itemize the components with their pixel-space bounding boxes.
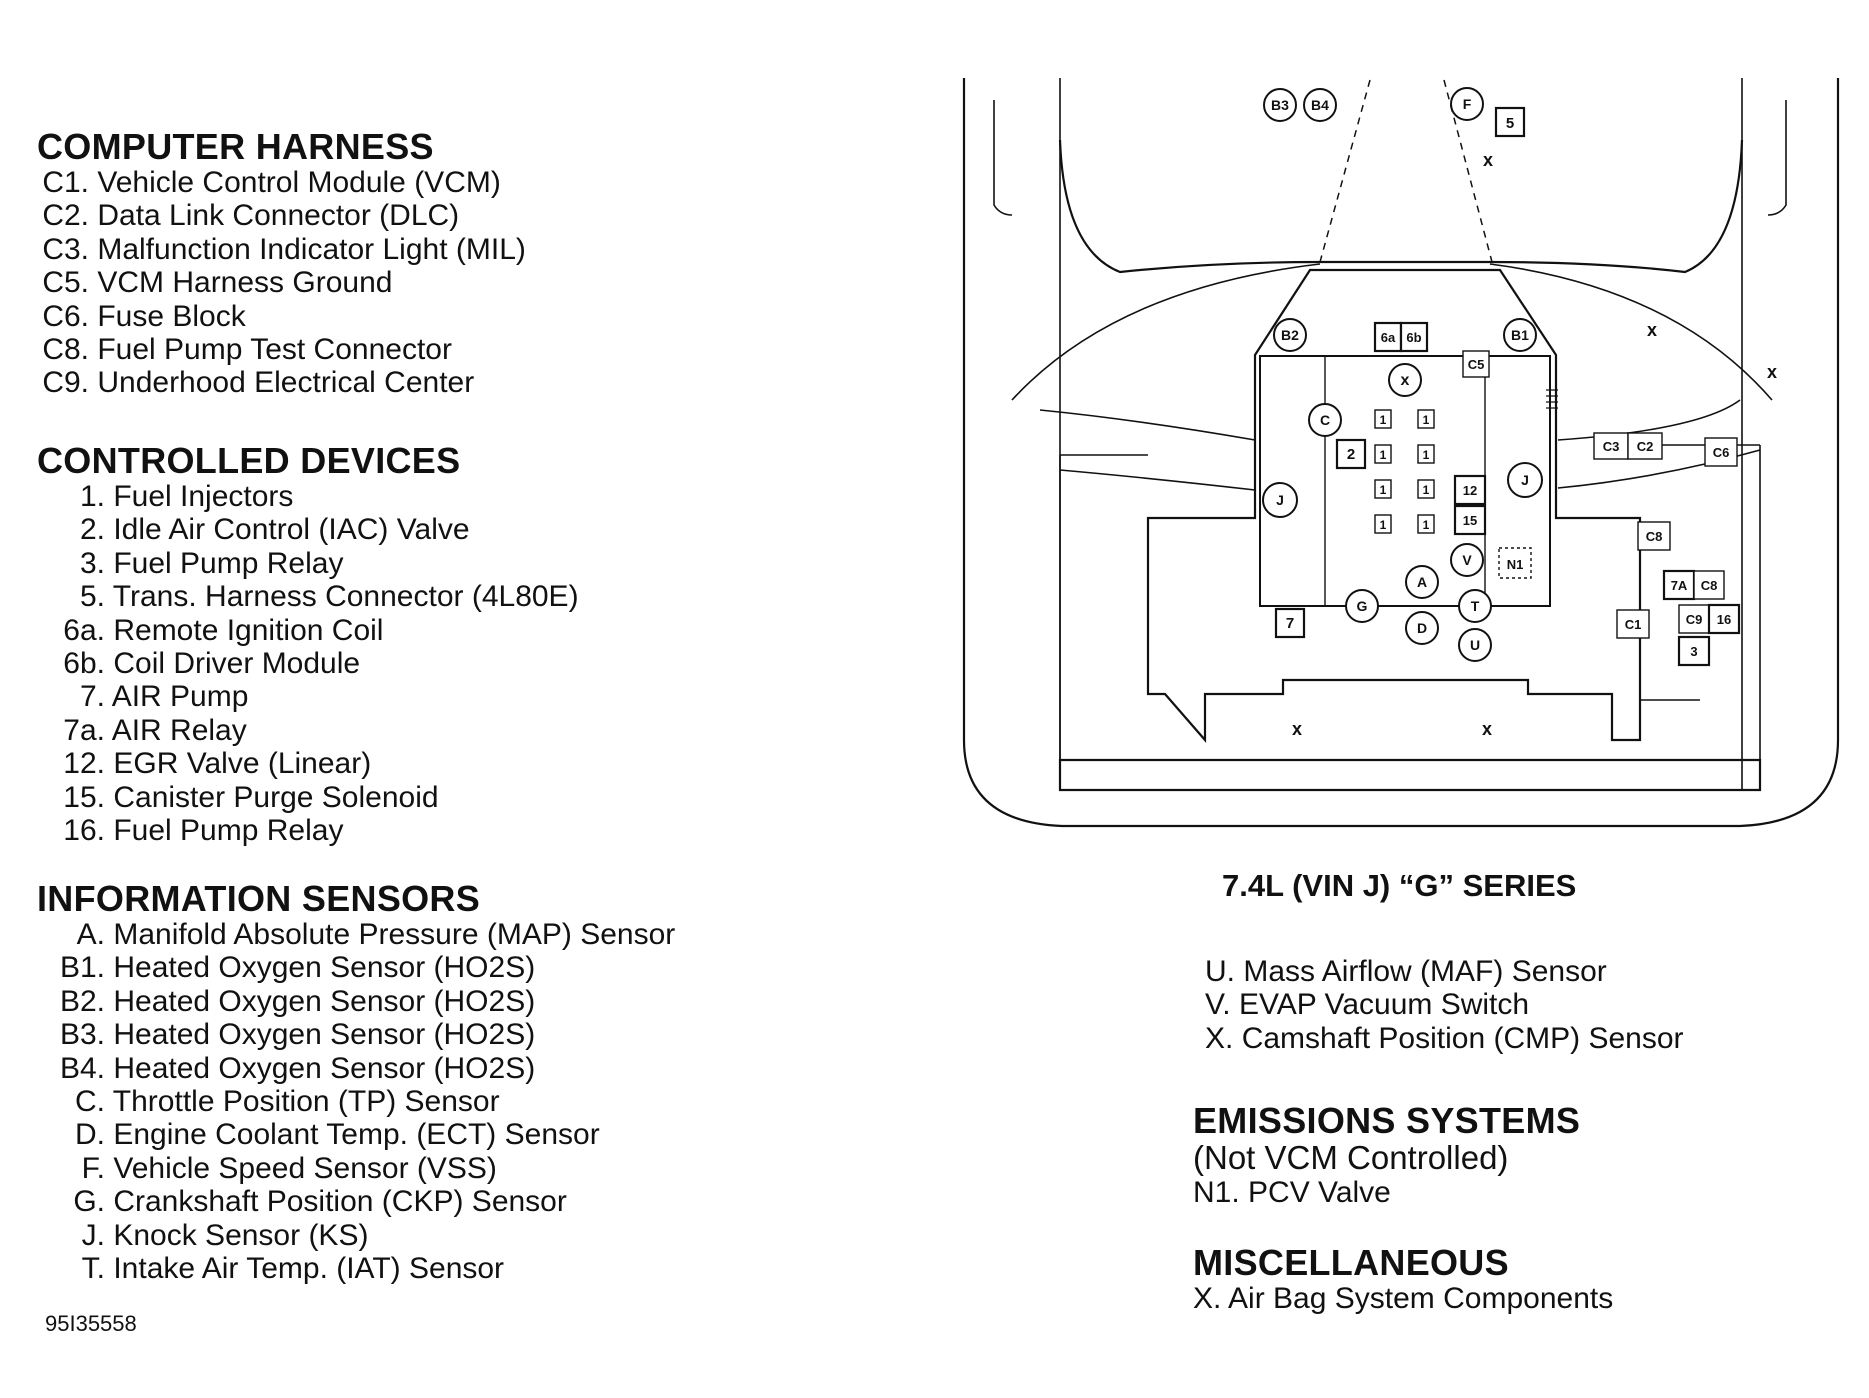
x-label: x (1401, 372, 1410, 389)
list-item: 1. Fuel Injectors (79, 480, 294, 513)
list-item: N1. PCV Valve (1193, 1176, 1391, 1209)
section-title: MISCELLANEOUS (1193, 1242, 1509, 1283)
three-label: 3 (1690, 644, 1697, 659)
emissions-systems-section: EMISSIONS SYSTEMS (Not VCM Controlled) N… (1193, 1100, 1581, 1210)
list-item: C9. Underhood Electrical Center (42, 366, 475, 400)
injector-label: 1 (1380, 483, 1387, 497)
x-mark: x (1482, 719, 1492, 739)
c1-label: C1 (1625, 617, 1642, 632)
c8-label: C8 (1646, 529, 1663, 544)
list-item: B3. Heated Oxygen Sensor (HO2S) (59, 1018, 536, 1052)
b4-label: B4 (1311, 97, 1329, 113)
list-item: 7. AIR Pump (79, 680, 249, 714)
controlled-devices-section: CONTROLLED DEVICES 1. Fuel Injectors 2. … (37, 440, 579, 848)
a-label: A (1417, 574, 1427, 590)
b3-label: B3 (1271, 97, 1289, 113)
five-label: 5 (1506, 115, 1514, 132)
list-item: C3. Malfunction Indicator Light (MIL) (42, 232, 526, 266)
u-label: U (1470, 637, 1480, 653)
twelve-label: 12 (1463, 483, 1477, 498)
6a-label: 6a (1381, 330, 1396, 345)
v-label: V (1462, 552, 1472, 568)
list-item: 7a. AIR Relay (63, 713, 247, 747)
b1-label: B1 (1511, 327, 1529, 343)
diagram-title: 7.4L (VIN J) “G” SERIES (1222, 868, 1577, 903)
list-item: 16. Fuel Pump Relay (63, 814, 344, 848)
6b-label: 6b (1406, 330, 1421, 345)
section-title: EMISSIONS SYSTEMS (1193, 1100, 1581, 1141)
injector-label: 1 (1423, 448, 1430, 462)
n1-label: N1 (1507, 557, 1524, 572)
list-item: C8. Fuel Pump Test Connector (42, 333, 452, 367)
injector-label: 1 (1380, 448, 1387, 462)
section-title: COMPUTER HARNESS (37, 126, 434, 167)
injector-label: 1 (1380, 413, 1387, 427)
list-item: T. Intake Air Temp. (IAT) Sensor (81, 1252, 505, 1286)
c8-label: C8 (1701, 578, 1718, 593)
list-item: B1. Heated Oxygen Sensor (HO2S) (59, 951, 536, 985)
c-label: C (1320, 412, 1330, 428)
x-mark: x (1647, 320, 1657, 340)
section-title: CONTROLLED DEVICES (37, 440, 461, 481)
f-label: F (1463, 96, 1472, 112)
list-item: X. Camshaft Position (CMP) Sensor (1205, 1021, 1684, 1055)
list-item: 15. Canister Purge Solenoid (63, 780, 439, 814)
list-item: V. EVAP Vacuum Switch (1205, 988, 1530, 1022)
list-item: B4. Heated Oxygen Sensor (HO2S) (59, 1051, 536, 1085)
c3-label: C3 (1603, 439, 1620, 454)
injector-label: 1 (1423, 413, 1430, 427)
list-item: C1. Vehicle Control Module (VCM) (42, 166, 501, 199)
list-item: C. Throttle Position (TP) Sensor (75, 1085, 500, 1119)
miscellaneous-section: MISCELLANEOUS X. Air Bag System Componen… (1193, 1242, 1614, 1316)
7a-label: 7A (1671, 578, 1688, 593)
j-label: J (1276, 492, 1284, 508)
seven-label: 7 (1286, 615, 1294, 632)
list-item: J. Knock Sensor (KS) (81, 1218, 369, 1252)
list-item: C6. Fuse Block (42, 299, 246, 333)
list-item: X. Air Bag System Components (1193, 1282, 1614, 1315)
engine-compartment-diagram: x x x x x B3 B4 F B2 B1 x C J J V A G T (962, 78, 1840, 828)
list-item: 12. EGR Valve (Linear) (63, 747, 372, 781)
fifteen-label: 15 (1463, 513, 1477, 528)
injector-label: 1 (1380, 518, 1387, 532)
c5-label: C5 (1468, 357, 1485, 372)
list-item: A. Manifold Absolute Pressure (MAP) Sens… (76, 918, 676, 951)
list-item: 5. Trans. Harness Connector (4L80E) (79, 580, 579, 614)
list-item: C5. VCM Harness Ground (42, 266, 393, 300)
injector-label: 1 (1423, 518, 1430, 532)
information-sensors-continued: U. Mass Airflow (MAF) Sensor V. EVAP Vac… (1205, 955, 1684, 1055)
list-item: D. Engine Coolant Temp. (ECT) Sensor (75, 1118, 600, 1152)
information-sensors-section: INFORMATION SENSORS A. Manifold Absolute… (37, 878, 676, 1286)
injector-label: 1 (1423, 483, 1430, 497)
list-item: F. Vehicle Speed Sensor (VSS) (81, 1151, 497, 1185)
list-item: G. Crankshaft Position (CKP) Sensor (73, 1185, 567, 1219)
g-label: G (1357, 598, 1368, 614)
x-mark: x (1767, 362, 1777, 382)
b2-label: B2 (1281, 327, 1299, 343)
list-item: 6a. Remote Ignition Coil (63, 613, 384, 647)
sixteen-label: 16 (1717, 612, 1731, 627)
computer-harness-section: COMPUTER HARNESS C1. Vehicle Control Mod… (37, 128, 526, 400)
list-item: C2. Data Link Connector (DLC) (42, 199, 460, 233)
figure-number: 95I35558 (45, 1311, 137, 1336)
x-mark: x (1292, 719, 1302, 739)
j-label: J (1521, 472, 1529, 488)
c6-label: C6 (1713, 445, 1730, 460)
section-subtitle: (Not VCM Controlled) (1193, 1139, 1509, 1176)
t-label: T (1471, 598, 1480, 614)
section-title: INFORMATION SENSORS (37, 878, 481, 919)
c9-label: C9 (1686, 612, 1703, 627)
list-item: 2. Idle Air Control (IAC) Valve (79, 513, 470, 547)
c2-label: C2 (1637, 439, 1654, 454)
list-item: B2. Heated Oxygen Sensor (HO2S) (59, 984, 536, 1018)
d-label: D (1417, 620, 1427, 636)
list-item: 3. Fuel Pump Relay (79, 546, 344, 580)
list-item: 6b. Coil Driver Module (63, 647, 361, 681)
list-item: U. Mass Airflow (MAF) Sensor (1205, 955, 1607, 988)
two-label: 2 (1347, 446, 1355, 463)
x-mark: x (1483, 150, 1493, 170)
